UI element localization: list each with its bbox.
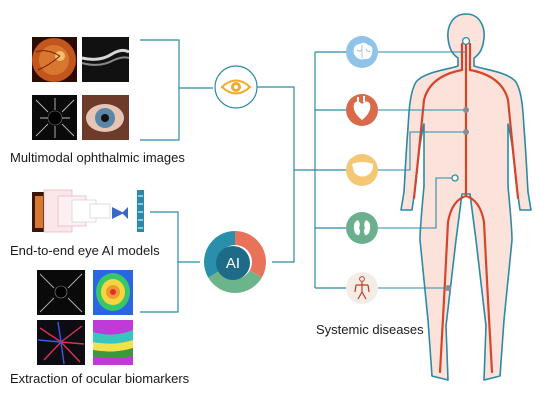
- vascular-figure-icon: [346, 272, 378, 304]
- brain-icon: [346, 36, 378, 68]
- caption-multimodal-images: Multimodal ophthalmic images: [10, 150, 185, 165]
- thickness-heatmap-thumbnail: [93, 270, 133, 315]
- liver-icon: [346, 154, 378, 186]
- fundus-photo-thumbnail: [32, 37, 77, 82]
- neural-network-illustration: [32, 189, 144, 233]
- eye-icon: [214, 65, 258, 109]
- models-to-ai-connector: [140, 211, 200, 313]
- images-to-eye-connector: [140, 39, 213, 141]
- vessel-segmentation-thumbnail: [37, 320, 85, 365]
- oct-angiography-segmentation-thumbnail: [37, 270, 85, 315]
- oct-scan-thumbnail: [81, 37, 130, 82]
- anterior-eye-photo-thumbnail: [82, 95, 129, 140]
- ai-badge-label: AI: [226, 255, 240, 272]
- retinal-layer-segmentation-thumbnail: [93, 320, 133, 365]
- ai-badge-segment-coral: [235, 231, 266, 278]
- kidney-icon: [346, 212, 378, 244]
- eye-ai-to-organs-connector: [257, 51, 346, 289]
- caption-ocular-biomarkers: Extraction of ocular biomarkers: [10, 371, 190, 386]
- heart-icon: [346, 94, 378, 126]
- ai-badge: AI: [201, 228, 269, 296]
- caption-end-to-end-models: End-to-end eye AI models: [10, 243, 160, 258]
- oct-angiography-thumbnail: [32, 95, 77, 140]
- ai-badge-segment-green: [208, 270, 262, 293]
- organ-location-markers: [445, 36, 471, 291]
- organ-to-body-pointers: [378, 51, 466, 289]
- ai-badge-center: [216, 246, 250, 280]
- blood-vessels: [412, 40, 520, 374]
- caption-systemic-diseases: Systemic diseases: [316, 322, 424, 337]
